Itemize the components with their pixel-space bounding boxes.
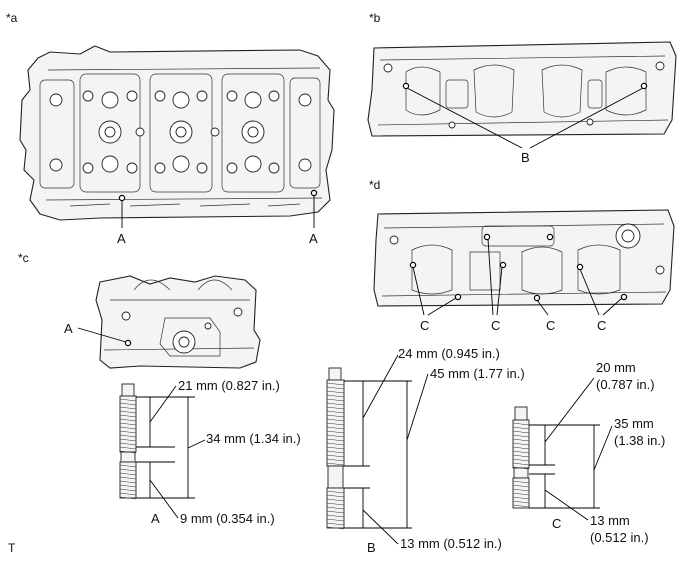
stud-bolt-c: 20 mm (0.787 in.) 35 mm (1.38 in.) 13 mm…	[512, 360, 665, 545]
stud-c-bottom-length-in: (0.512 in.)	[590, 530, 649, 545]
stud-a-callout-right: A	[309, 231, 318, 246]
stud-bolt-b: 24 mm (0.945 in.) 45 mm (1.77 in.) 13 mm…	[326, 346, 525, 555]
panel-a-label: *a	[6, 11, 18, 25]
stud-b-threads	[326, 382, 345, 530]
panel-d-label: *d	[369, 178, 380, 192]
stud-c-label: C	[552, 516, 561, 531]
stud-a-bottom-length: 9 mm (0.354 in.)	[180, 511, 275, 526]
panel-b-label: *b	[369, 11, 381, 25]
panel-d: *d C C C C	[369, 178, 675, 333]
stud-b-callout: B	[521, 150, 530, 165]
stud-a-callout-front: A	[64, 321, 73, 336]
stud-a-threads	[119, 398, 137, 500]
stud-b-bottom-length: 13 mm (0.512 in.)	[400, 536, 502, 551]
stud-a-total-length: 34 mm (1.34 in.)	[206, 431, 301, 446]
panel-c-label: *c	[18, 251, 29, 265]
footer-mark: T	[8, 541, 16, 555]
stud-a-label: A	[151, 511, 160, 526]
panel-c: *c A	[18, 251, 261, 369]
stud-c-threads	[512, 422, 530, 508]
stud-c-callout-4: C	[597, 318, 606, 333]
stud-c-callout-1: C	[420, 318, 429, 333]
stud-c-top-length-mm: 20 mm	[596, 360, 636, 375]
cylinder-head-top-view	[19, 45, 335, 221]
stud-c-total-length-mm: 35 mm	[614, 416, 654, 431]
stud-b-top-length: 24 mm (0.945 in.)	[398, 346, 500, 361]
cylinder-head-front-end	[95, 275, 261, 369]
stud-c-top-length-in: (0.787 in.)	[596, 377, 655, 392]
stud-a-callout-left: A	[117, 231, 126, 246]
stud-b-total-length: 45 mm (1.77 in.)	[430, 366, 525, 381]
stud-c-callout-3: C	[546, 318, 555, 333]
cylinder-head-intake-side	[367, 41, 677, 137]
stud-b-label: B	[367, 540, 376, 555]
panel-b: *b B	[367, 11, 677, 165]
stud-a-top-length: 21 mm (0.827 in.)	[178, 378, 280, 393]
stud-bolt-a: 21 mm (0.827 in.) 34 mm (1.34 in.) 9 mm …	[119, 378, 301, 526]
stud-c-callout-2: C	[491, 318, 500, 333]
stud-c-total-length-in: (1.38 in.)	[614, 433, 665, 448]
panel-a: *a	[6, 11, 335, 246]
stud-c-bottom-length-mm: 13 mm	[590, 513, 630, 528]
cylinder-head-exhaust-side	[373, 209, 675, 307]
